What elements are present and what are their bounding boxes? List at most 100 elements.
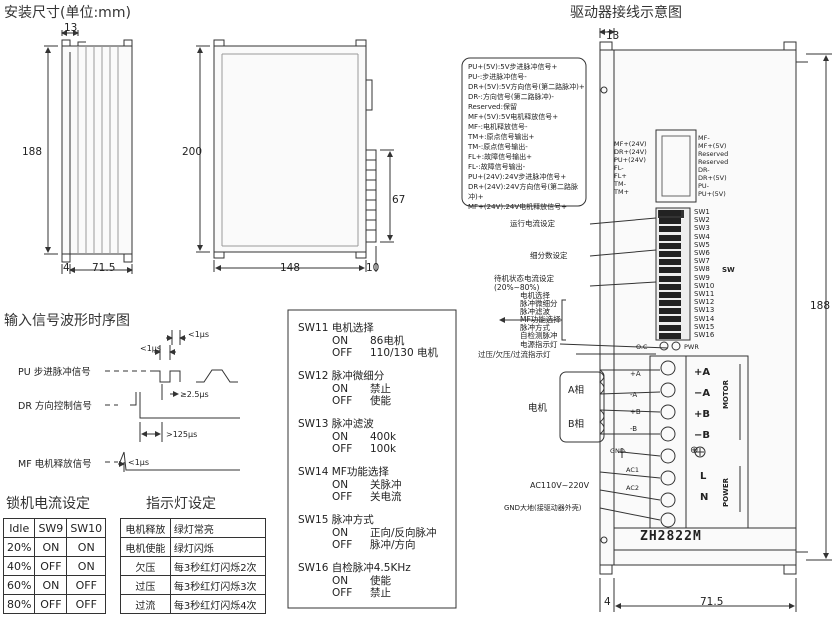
wire-plus-a: +A xyxy=(630,370,641,378)
dim-148: 148 xyxy=(280,262,301,274)
table-cell: 40% xyxy=(2,556,36,576)
fault-led-label: 过压/欠压/过流指示灯 xyxy=(478,350,551,359)
earth-gnd-label: GND大地(接驱动器外壳) xyxy=(504,504,582,512)
dim-71-5-right: 71.5 xyxy=(700,596,724,608)
connector-pins-right: MF- MF+(5V) Reserved Reserved DR- DR+(5V… xyxy=(698,134,728,198)
function-label: 电机选择 xyxy=(520,291,550,300)
power-led-label: 电源指示灯 xyxy=(520,340,558,349)
pin-label: MF+(5V) xyxy=(698,142,727,150)
on-label: ON xyxy=(332,527,349,539)
terminal-motor-labels: +A −A +B −B xyxy=(694,362,710,446)
timing-title: 输入信号波形时序图 xyxy=(4,313,130,329)
signal-item: PU-:步进脉冲信号- xyxy=(468,73,527,81)
motor-vertical-label: MOTOR xyxy=(722,380,730,410)
on-label: ON xyxy=(332,479,349,491)
terminal-label: L xyxy=(700,471,707,482)
table-cell: OFF xyxy=(34,594,68,614)
table-header: SW10 xyxy=(66,518,107,538)
on-label: ON xyxy=(332,383,349,395)
signal-item: TM-:原点信号输出- xyxy=(468,143,528,151)
sw-off-value: 禁止 xyxy=(370,587,391,599)
dimensions-title: 安装尺寸(单位:mm) xyxy=(4,5,131,21)
pin-label: Reserved xyxy=(698,158,729,166)
table-row: 过压每3秒红灯闪烁3次 xyxy=(120,575,267,595)
signal-item: Reserved:保留 xyxy=(468,103,517,111)
sw-label: SW8 xyxy=(694,265,710,274)
side-view-drawing xyxy=(196,39,394,272)
sw-labels: SW1 SW2 SW3 SW4 SW5 SW6 SW7 SW8 SW9 SW10… xyxy=(694,208,714,339)
terminal-label: N xyxy=(700,492,709,503)
lock-current-title: 锁机电流设定 xyxy=(6,496,90,512)
sw-on-value: 使能 xyxy=(370,575,391,587)
signal-item: PU+(24V):24V步进脉冲信号+ xyxy=(468,173,567,181)
sw-setting-title: SW11 电机选择 xyxy=(298,322,374,334)
signal-item: DR-:方向信号(第二路脉冲)- xyxy=(468,93,554,101)
front-view-drawing xyxy=(44,30,133,274)
table-header: SW9 xyxy=(34,518,68,538)
sw-label: SW16 xyxy=(694,331,715,340)
sw-label: SW13 xyxy=(694,306,715,315)
table-cell: ON xyxy=(34,537,68,557)
pin-label: TM- xyxy=(614,180,626,188)
off-label: OFF xyxy=(332,347,353,359)
on-label: ON xyxy=(332,431,349,443)
sw-label: SW1 xyxy=(694,208,710,216)
table-cell: 欠压 xyxy=(120,556,171,576)
terminal-label: +A xyxy=(694,367,711,378)
table-cell: 每3秒红灯闪烁3次 xyxy=(169,575,267,595)
sw-label: SW5 xyxy=(694,240,710,249)
oc-label: O.C xyxy=(636,343,648,351)
table-cell: OFF xyxy=(66,575,107,595)
dim-10: 10 xyxy=(366,262,380,274)
dim-13-right: 13 xyxy=(606,30,620,42)
sw-on-value: 400k xyxy=(370,431,397,443)
off-label: OFF xyxy=(332,491,353,503)
table-cell: 绿灯常亮 xyxy=(169,518,267,538)
table-cell: OFF xyxy=(34,556,68,576)
sw-label: SW14 xyxy=(694,314,715,323)
signal-item: FL+:故障信号输出+ xyxy=(468,153,533,161)
wire-minus-b: -B xyxy=(630,425,638,433)
sw-setting-title: SW13 脉冲滤波 xyxy=(298,418,374,430)
pin-label: PU- xyxy=(698,182,710,190)
dim-188-left: 188 xyxy=(22,146,43,158)
run-current-label: 运行电流设定 xyxy=(510,219,555,228)
dip-bars xyxy=(659,210,681,341)
ac-input-label: AC110V~220V xyxy=(530,481,590,490)
pin-label: DR+(24V) xyxy=(614,148,647,156)
pin-label: Reserved xyxy=(698,150,729,158)
off-label: OFF xyxy=(332,443,353,455)
terminal-power-labels: L N xyxy=(700,466,708,508)
pin-label: FL+ xyxy=(614,172,627,180)
terminal-label: +B xyxy=(694,409,711,420)
table-cell: 20% xyxy=(2,537,36,557)
sw-off-value: 关电流 xyxy=(370,491,402,503)
idle-current-range: (20%~80%) xyxy=(494,283,540,292)
table-row: 20% ON ON xyxy=(2,537,107,557)
function-label: MF功能选择 xyxy=(520,315,561,324)
sw-off-value: 110/130 电机 xyxy=(370,347,438,359)
signal-item: MF-:电机释放信号- xyxy=(468,123,528,131)
signal-item: FL-:故障信号输出- xyxy=(468,163,526,171)
table-cell: 过压 xyxy=(120,575,171,595)
a-phase-label: A相 xyxy=(568,385,584,396)
function-label: 脉冲微细分 xyxy=(520,299,558,308)
sw-setting-title: SW16 自检脉冲4.5KHz xyxy=(298,562,411,574)
table-row: 电机使能绿灯闪烁 xyxy=(120,537,267,557)
sw-label: SW15 xyxy=(694,322,715,331)
signal-item: TM+:原点信号输出+ xyxy=(468,133,535,141)
gnd-label: GND xyxy=(610,447,625,455)
dim-200: 200 xyxy=(182,146,203,158)
wiring-title: 驱动器接线示意图 xyxy=(570,5,682,21)
signal-list: PU+(5V):5V步进脉冲信号+ PU-:步进脉冲信号- DR+(5V):5V… xyxy=(468,62,586,212)
table-row: 电机释放绿灯常亮 xyxy=(120,518,267,538)
on-label: ON xyxy=(332,335,349,347)
sw-label: SW12 xyxy=(694,298,715,307)
pin-label: MF+(24V) xyxy=(614,140,647,148)
table-row: 80% OFF OFF xyxy=(2,594,107,614)
